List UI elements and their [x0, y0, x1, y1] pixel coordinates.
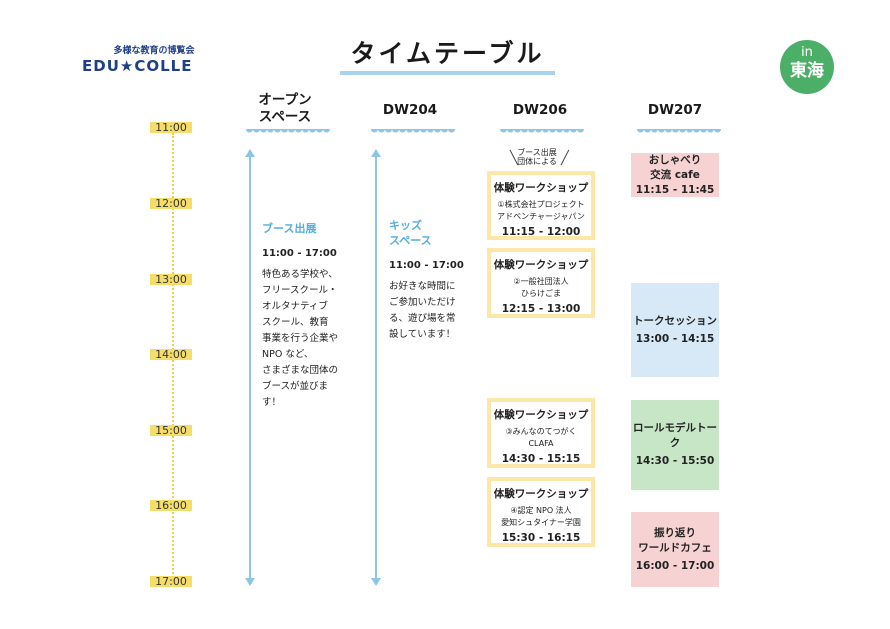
- workshop-heading: 体験ワークショップ: [493, 488, 589, 500]
- logo: EDU★COLLE: [82, 57, 193, 75]
- column-header-dw207: DW207: [647, 102, 703, 118]
- session-box: おしゃべり 交流 cafe 11:15 - 11:45: [631, 153, 719, 197]
- workshop-org: ④認定 NPO 法人: [510, 506, 572, 515]
- session-time: 11:15 - 11:45: [635, 183, 715, 196]
- session-box: 振り返り ワールドカフェ 16:00 - 17:00: [631, 512, 719, 587]
- workshop-org: ①株式会社プロジェクト: [497, 200, 585, 209]
- workshop-card: 体験ワークショップ ②一般社団法人 ひらけごま 12:15 - 13:00: [487, 248, 595, 318]
- workshop-time: 12:15 - 13:00: [501, 303, 581, 315]
- session-title: ワールドカフェ: [638, 541, 712, 554]
- kids-title: スペース: [389, 234, 432, 247]
- column-header-dw204: DW204: [382, 102, 438, 118]
- workshop-org: 愛知シュタイナー学園: [501, 518, 581, 527]
- scallop-divider: [246, 129, 330, 133]
- session-box: ロールモデルトーク 14:30 - 15:50: [631, 400, 719, 490]
- column-header-dw206: DW206: [512, 102, 568, 118]
- kids-description: お好きな時間に ご参加いただけ る、遊び場を常 設しています！: [389, 279, 479, 343]
- note-slash-left: ╲: [510, 151, 518, 166]
- workshop-time: 14:30 - 15:15: [501, 453, 581, 465]
- workshop-time: 15:30 - 16:15: [501, 532, 581, 544]
- column-header-line: スペース: [258, 109, 312, 125]
- session-box: トークセッション 13:00 - 14:15: [631, 283, 719, 377]
- logo-tagline: 多様な教育の博覧会: [113, 46, 195, 56]
- duration-arrow-line: [249, 155, 251, 580]
- time-label: 16:00: [150, 500, 192, 511]
- session-time: 14:30 - 15:50: [635, 455, 715, 467]
- session-time: 16:00 - 17:00: [635, 559, 715, 572]
- workshop-heading: 体験ワークショップ: [493, 259, 589, 271]
- scallop-divider: [637, 129, 721, 133]
- workshop-card: 体験ワークショップ ④認定 NPO 法人 愛知シュタイナー学園 15:30 - …: [487, 477, 595, 547]
- scallop-divider: [371, 129, 455, 133]
- arrow-down-icon: [371, 578, 381, 586]
- booth-title: ブース出展: [262, 222, 317, 235]
- desc-line: ブースが並びま: [262, 381, 329, 392]
- column-header-line: オープン: [258, 92, 312, 108]
- location-badge: in 東海: [780, 40, 834, 94]
- badge-location: 東海: [790, 61, 824, 81]
- dw206-note: ブース出展 団体による: [497, 148, 577, 166]
- time-label: 12:00: [150, 198, 192, 209]
- booth-block: ブース出展 11:00 - 17:00 特色ある学校や、 フリースクール・ オル…: [262, 221, 362, 411]
- desc-line: NPO など、: [262, 349, 314, 360]
- duration-arrow-line: [375, 155, 377, 580]
- desc-line: す！: [262, 397, 282, 408]
- workshop-org: アドベンチャージャパン: [497, 212, 585, 221]
- workshop-card: 体験ワークショップ ③みんなのてつがく CLAFA 14:30 - 15:15: [487, 398, 595, 468]
- kids-time: 11:00 - 17:00: [389, 260, 464, 271]
- workshop-heading: 体験ワークショップ: [493, 182, 589, 194]
- session-title: トークセッション: [633, 314, 717, 327]
- time-label: 17:00: [150, 576, 192, 587]
- desc-line: る、遊び場を常: [389, 313, 456, 324]
- session-title: 交流 cafe: [650, 168, 700, 181]
- session-title: おしゃべり: [648, 153, 702, 166]
- workshop-org: ②一般社団法人: [513, 277, 569, 286]
- workshop-org: CLAFA: [528, 439, 554, 448]
- desc-line: オルタナティブ: [262, 301, 328, 312]
- desc-line: お好きな時間に: [389, 281, 456, 292]
- session-time: 13:00 - 14:15: [635, 332, 715, 345]
- desc-line: ご参加いただけ: [389, 297, 456, 308]
- booth-description: 特色ある学校や、 フリースクール・ オルタナティブ スクール、教育 事業を行う企…: [262, 267, 362, 411]
- column-header-open-space: オープン スペース: [240, 92, 330, 126]
- arrow-up-icon: [371, 149, 381, 157]
- kids-block: キッズ スペース 11:00 - 17:00 お好きな時間に ご参加いただけ る…: [389, 218, 479, 343]
- title-underline: [340, 71, 555, 75]
- kids-title: キッズ: [389, 219, 422, 232]
- workshop-heading: 体験ワークショップ: [493, 409, 589, 421]
- time-label: 13:00: [150, 274, 192, 285]
- booth-time: 11:00 - 17:00: [262, 248, 337, 259]
- badge-in: in: [801, 45, 813, 60]
- note-line: 団体による: [517, 157, 557, 166]
- note-slash-right: ╱: [561, 151, 569, 166]
- workshop-card: 体験ワークショップ ①株式会社プロジェクト アドベンチャージャパン 11:15 …: [487, 171, 595, 240]
- note-line: ブース出展: [517, 148, 557, 157]
- desc-line: スクール、教育: [262, 317, 329, 328]
- desc-line: 事業を行う企業や: [262, 333, 339, 344]
- time-label: 14:00: [150, 349, 192, 360]
- arrow-down-icon: [245, 578, 255, 586]
- time-label: 11:00: [150, 122, 192, 133]
- desc-line: フリースクール・: [262, 285, 338, 296]
- arrow-up-icon: [245, 149, 255, 157]
- page-title: タイムテーブル: [350, 39, 545, 68]
- desc-line: 特色ある学校や、: [262, 269, 338, 280]
- desc-line: 設しています！: [389, 329, 456, 340]
- session-title: ロールモデルトーク: [633, 422, 717, 449]
- desc-line: さまざまな団体の: [262, 365, 339, 376]
- session-title: 振り返り: [654, 526, 696, 539]
- workshop-org: ひらけごま: [521, 289, 561, 298]
- scallop-divider: [500, 129, 584, 133]
- time-label: 15:00: [150, 425, 192, 436]
- workshop-org: ③みんなのてつがく: [505, 427, 577, 436]
- workshop-time: 11:15 - 12:00: [501, 226, 581, 238]
